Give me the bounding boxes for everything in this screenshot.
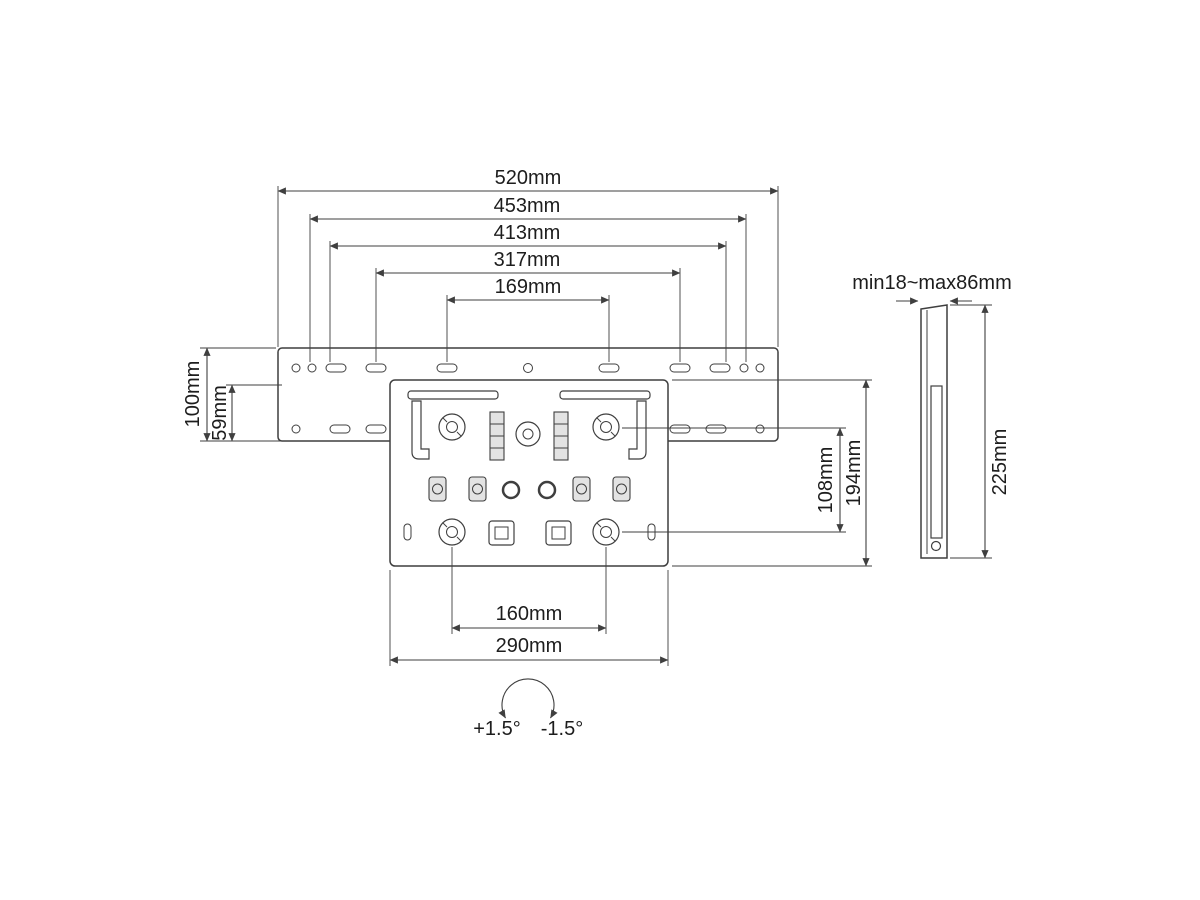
- dim-59-label: 59mm: [209, 385, 231, 441]
- dim-169-label: 169mm: [495, 276, 562, 298]
- left-top-rail: [407, 390, 499, 400]
- dim-413-label: 413mm: [494, 222, 561, 244]
- dim-290-label: 290mm: [496, 635, 563, 657]
- dim-317-label: 317mm: [494, 249, 561, 271]
- top-right-bolt: [592, 413, 620, 441]
- mounting-plate: [389, 379, 669, 567]
- bottom-right-bolt: [592, 518, 620, 546]
- dim-100: 100mm: [182, 347, 282, 442]
- middle-fittings: [428, 476, 631, 502]
- bottom-clips: [488, 520, 572, 546]
- dim-453-label: 453mm: [494, 195, 561, 217]
- dim-160: 160mm: [451, 547, 607, 634]
- plate-outline: [389, 379, 669, 567]
- left-dimensions: 100mm 59mm: [182, 347, 282, 442]
- right-hook: [628, 400, 647, 460]
- right-ratchet: [553, 411, 569, 461]
- profile-bottom-screw: [930, 540, 942, 552]
- dim-520: 520mm: [277, 167, 779, 347]
- tilt-positive-label: +1.5°: [473, 718, 520, 740]
- dim-413: 413mm: [329, 222, 727, 362]
- dim-100-label: 100mm: [182, 361, 204, 428]
- right-dimensions: 108mm 194mm: [622, 379, 872, 567]
- center-bolt: [515, 421, 541, 447]
- dim-194-label: 194mm: [843, 440, 865, 507]
- dim-194: 194mm: [672, 379, 872, 567]
- dim-59: 59mm: [209, 384, 282, 442]
- top-dimensions: 520mm 453mm 413mm 317mm 169mm: [277, 167, 779, 362]
- left-ratchet: [489, 411, 505, 461]
- right-top-rail: [559, 390, 651, 400]
- side-profile-view: [920, 304, 948, 559]
- bracket-bottom-holes: [291, 424, 765, 434]
- bracket-top-holes: [291, 363, 765, 373]
- bottom-left-bolt: [438, 518, 466, 546]
- dim-depth-range: min18~max86mm: [852, 272, 1012, 305]
- side-view-dimensions: min18~max86mm 225mm: [852, 272, 1012, 559]
- dim-108: 108mm: [622, 427, 846, 533]
- top-left-bolt: [438, 413, 466, 441]
- left-hook: [411, 400, 430, 460]
- dim-160-label: 160mm: [496, 603, 563, 625]
- dim-317: 317mm: [375, 249, 681, 362]
- bottom-dimensions: 160mm 290mm: [389, 547, 669, 666]
- tilt-negative-label: -1.5°: [541, 718, 583, 740]
- tilt-indicator: +1.5° -1.5°: [473, 678, 583, 740]
- dim-520-label: 520mm: [495, 167, 562, 189]
- dim-225: 225mm: [950, 304, 1011, 559]
- dim-453: 453mm: [309, 195, 747, 362]
- profile-bracket: [930, 385, 943, 539]
- dim-225-label: 225mm: [989, 429, 1011, 496]
- tilt-arc: [498, 678, 558, 719]
- dim-169: 169mm: [446, 276, 610, 362]
- dim-290: 290mm: [389, 570, 669, 666]
- dim-108-label: 108mm: [815, 447, 837, 514]
- depth-range-label: min18~max86mm: [852, 272, 1012, 294]
